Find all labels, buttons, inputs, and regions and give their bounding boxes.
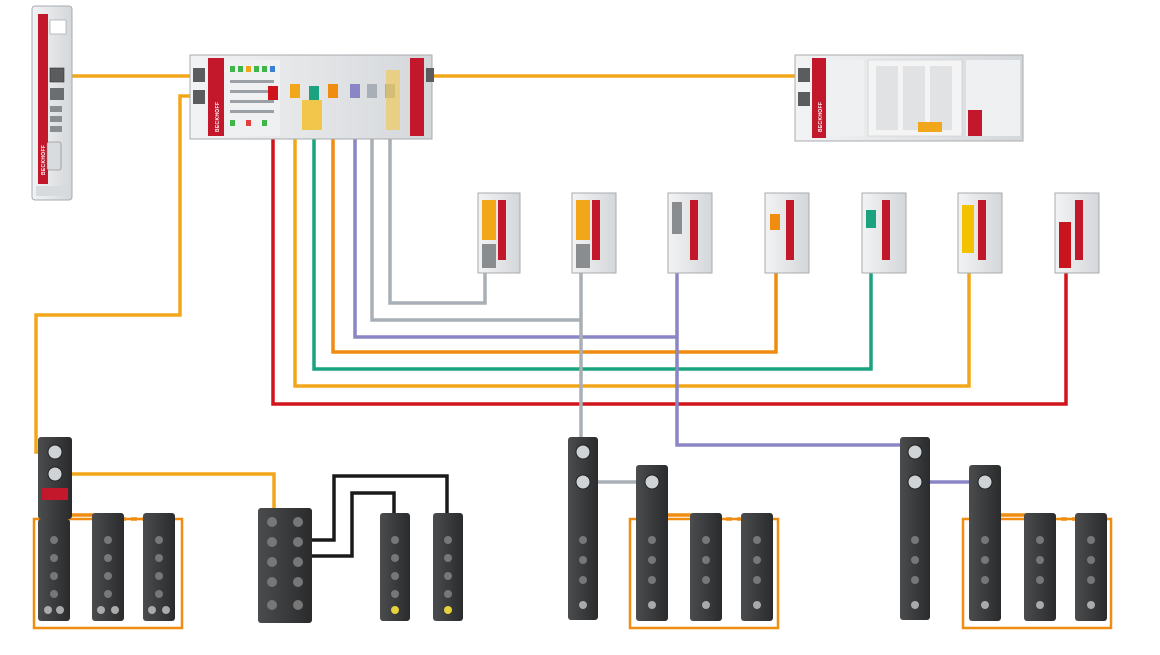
ethercat-box-coupler [38,437,72,519]
fieldbus-box-middle-port-b [575,474,591,490]
fieldbus-coupler-1 [477,192,521,274]
io-box-left-1 [38,519,70,621]
black-cable-a [300,474,449,542]
yellow-cable [293,99,971,388]
io-box-middle-3 [741,513,773,621]
pc-ethernet-port [49,67,65,83]
ethercat-cable-coupler-to-box-module [34,94,193,454]
ethercat-cable-box-to-junction [60,472,276,510]
pc-dvi-port [46,141,62,171]
industrial-pc: BECKHOFF [31,5,73,201]
box-coupler-port-in [47,444,63,460]
io-box-junction-1 [380,513,410,621]
io-box-middle-2 [690,513,722,621]
fieldbus-coupler-6 [957,192,1003,274]
terminal-block-port-out [798,92,810,106]
coupler-port-in [193,68,205,82]
io-box-middle-1 [636,465,668,621]
red-cable [271,99,1068,406]
io-box-right-3 [1075,513,1107,621]
io-box-junction-2 [433,513,463,621]
fieldbus-box-right [900,437,930,620]
grey-cable-a [370,99,583,443]
green-cable [312,99,873,371]
io-box-middle-1-port [644,474,660,490]
coupler-port-out-right [426,68,434,82]
fieldbus-coupler-7 [1054,192,1100,274]
master-terminal-red [268,86,278,100]
master-terminal-grey-a [367,84,377,98]
junction-box-module [258,508,312,623]
terminal-block-brand-label: BECKHOFF [818,102,824,132]
fieldbus-couplers [477,192,1100,274]
io-box-right-2 [1024,513,1056,621]
coupler-port-out [193,90,205,104]
fieldbus-box-middle [568,437,598,620]
pc-brand-label: BECKHOFF [41,145,47,175]
coupler-brand-label: BECKHOFF [215,102,221,132]
box-coupler-port-out [47,466,63,482]
terminal-block-port-in [798,68,810,82]
fieldbus-box-right-port-b [907,474,923,490]
master-terminal-orange [328,84,338,98]
io-box-left-2 [92,513,124,621]
fieldbus-coupler-4 [764,192,810,274]
fieldbus-coupler-3 [667,192,713,274]
fieldbus-box-right-port-a [907,444,923,460]
fieldbus-box-middle-port-a [575,444,591,460]
master-terminal-yellow [290,84,300,98]
fieldbus-coupler-5 [861,192,907,274]
master-terminal-purple [350,84,360,98]
black-cable-b [300,491,396,558]
purple-cable [353,99,915,455]
ethercat-terminal-block: BECKHOFF [794,54,1024,142]
fieldbus-coupler-2 [571,192,617,274]
io-box-right-1-port [977,474,993,490]
io-box-right-1 [969,465,1001,621]
io-box-left-3 [143,513,175,621]
ethercat-coupler-terminal-strip: BECKHOFF [189,54,434,140]
orange-cable [331,99,778,354]
io-box-modules [38,437,1107,623]
master-terminal-green [309,86,319,100]
